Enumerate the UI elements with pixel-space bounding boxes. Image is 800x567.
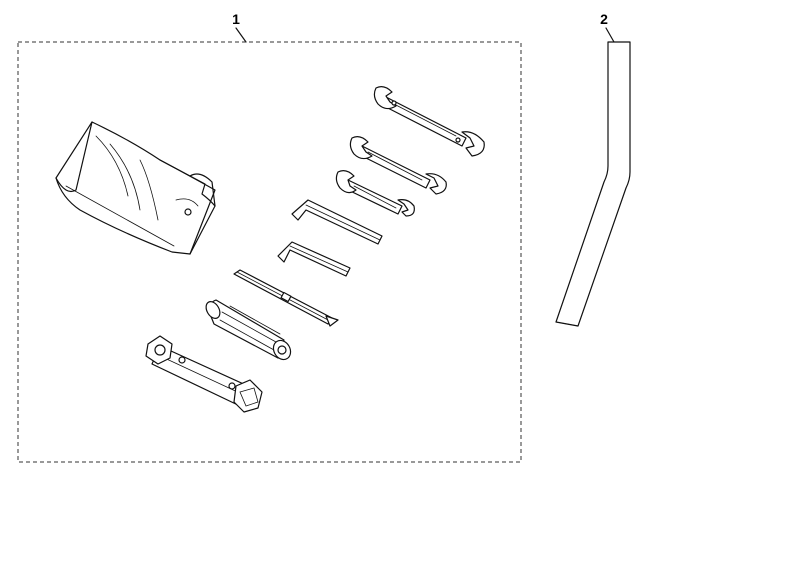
screwdriver-shaft <box>233 269 339 327</box>
spark-plug-socket-wrench <box>145 335 263 413</box>
callout-leader-2 <box>605 27 615 43</box>
callout-number-2: 2 <box>600 11 608 27</box>
tool-bag <box>55 121 216 255</box>
double-open-end-wrench-large <box>373 86 485 157</box>
hex-key-small <box>277 241 351 277</box>
screwdriver-handle <box>205 299 292 361</box>
double-open-end-wrench-medium <box>349 136 447 195</box>
double-open-end-wrench-small <box>335 170 415 217</box>
bent-pipe <box>555 41 631 327</box>
callout-number-1: 1 <box>232 11 240 27</box>
hex-key-large <box>291 199 383 245</box>
tool-kit-boundary <box>17 41 522 463</box>
callout-leader-1 <box>235 27 247 43</box>
